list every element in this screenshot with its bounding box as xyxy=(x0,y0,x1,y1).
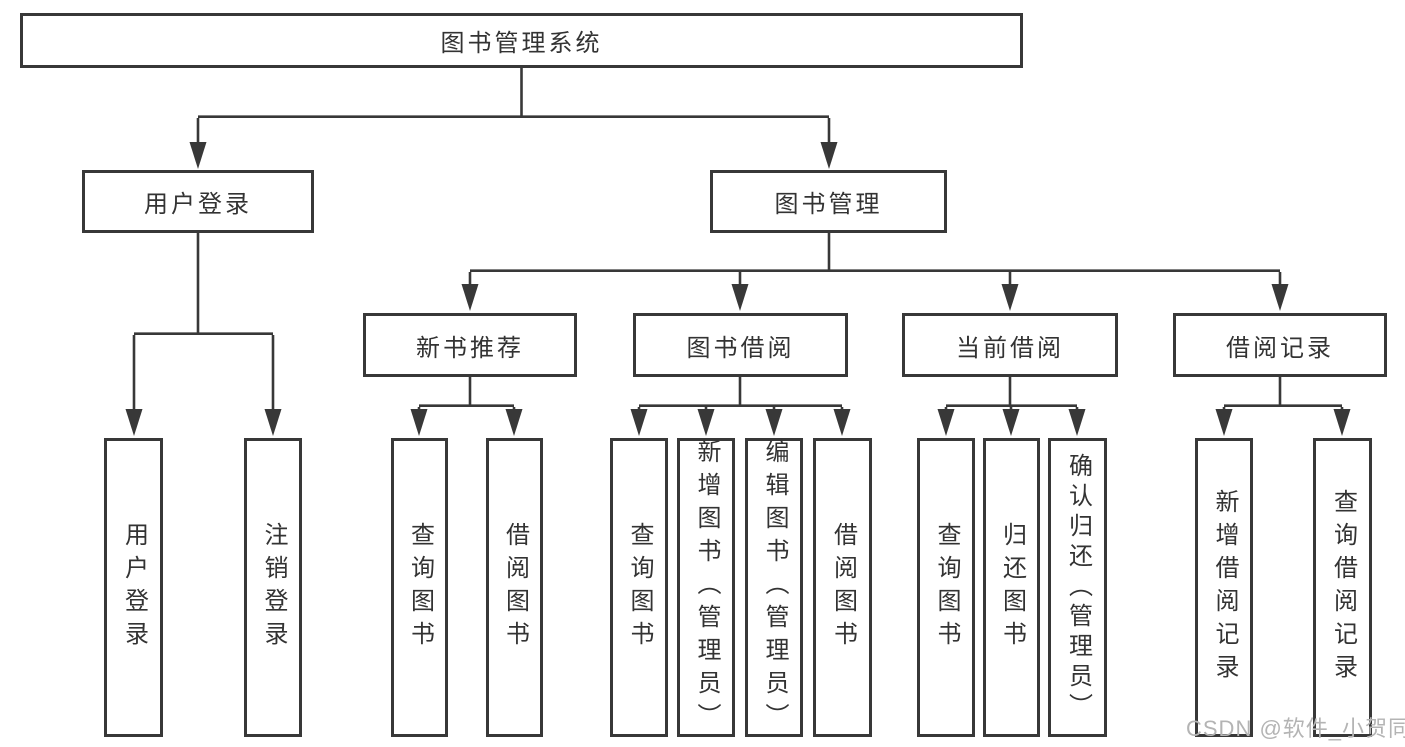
node-label: 用户登录 xyxy=(144,191,252,218)
leaf-user-login: 用户登录 xyxy=(104,438,163,737)
node-label: 借阅图书 xyxy=(829,521,857,654)
node-user-login: 用户登录 xyxy=(82,170,314,233)
leaf-confirm-return-admin: 确认归还（管理员） xyxy=(1048,438,1107,737)
connector-book-management-branch xyxy=(468,233,1282,286)
arrowheads-leaf-row xyxy=(410,409,1351,436)
node-label: 图书借阅 xyxy=(686,334,795,362)
node-library-management-system: 图书管理系统 xyxy=(20,13,1023,68)
node-label: 当前借阅 xyxy=(956,334,1064,362)
leaf-logout: 注销登录 xyxy=(244,438,302,737)
node-new-book-recommendation: 新书推荐 xyxy=(363,313,577,377)
arrowheads-level3 xyxy=(461,284,1289,311)
leaf-return-book: 归还图书 xyxy=(983,438,1040,737)
node-label: 归还图书 xyxy=(998,521,1026,654)
leaf-borrow-books-recommend: 借阅图书 xyxy=(486,438,543,737)
connector-root-to-level2 xyxy=(196,68,831,144)
arrowheads-user-login-children xyxy=(125,409,282,436)
leaf-query-books-current: 查询图书 xyxy=(917,438,975,737)
connector-borrow-record-branch xyxy=(1222,377,1344,411)
connector-current-borrow-branch xyxy=(944,377,1079,411)
leaf-query-books-borrowing: 查询图书 xyxy=(610,438,668,737)
node-label: 确认归还（管理员） xyxy=(1064,452,1092,723)
node-label: 借阅图书 xyxy=(501,521,529,654)
node-label: 新增图书（管理员） xyxy=(693,439,720,736)
node-borrowing-records: 借阅记录 xyxy=(1173,313,1387,377)
arrowheads-level2 xyxy=(189,142,838,169)
leaf-borrow-books-borrowing: 借阅图书 xyxy=(813,438,872,737)
node-label: 注销登录 xyxy=(260,521,287,654)
node-book-management: 图书管理 xyxy=(710,170,947,233)
node-label: 查询借阅记录 xyxy=(1329,488,1357,687)
node-current-borrowing: 当前借阅 xyxy=(902,313,1118,377)
node-label: 用户登录 xyxy=(120,521,148,654)
connector-book-borrow-branch xyxy=(637,377,844,411)
connector-user-login-branch xyxy=(132,233,275,411)
leaf-edit-book-admin: 编辑图书（管理员） xyxy=(745,438,803,737)
node-label: 查询图书 xyxy=(626,521,653,654)
csdn-watermark: CSDN @软件_小贺同学 xyxy=(1186,716,1405,741)
connector-new-book-branch xyxy=(417,377,516,411)
node-label: 查询图书 xyxy=(933,521,960,654)
leaf-add-borrow-record: 新增借阅记录 xyxy=(1195,438,1253,737)
leaf-add-book-admin: 新增图书（管理员） xyxy=(677,438,735,737)
node-label: 图书管理系统 xyxy=(440,30,603,57)
leaf-query-borrow-record: 查询借阅记录 xyxy=(1313,438,1372,737)
node-label: 新书推荐 xyxy=(416,334,524,362)
node-label: 编辑图书（管理员） xyxy=(761,439,788,736)
node-label: 图书管理 xyxy=(774,191,883,218)
node-label: 新增借阅记录 xyxy=(1211,488,1238,687)
node-label: 借阅记录 xyxy=(1226,334,1334,362)
node-label: 查询图书 xyxy=(406,521,434,654)
node-book-borrowing: 图书借阅 xyxy=(633,313,848,377)
leaf-query-books-recommend: 查询图书 xyxy=(391,438,448,737)
